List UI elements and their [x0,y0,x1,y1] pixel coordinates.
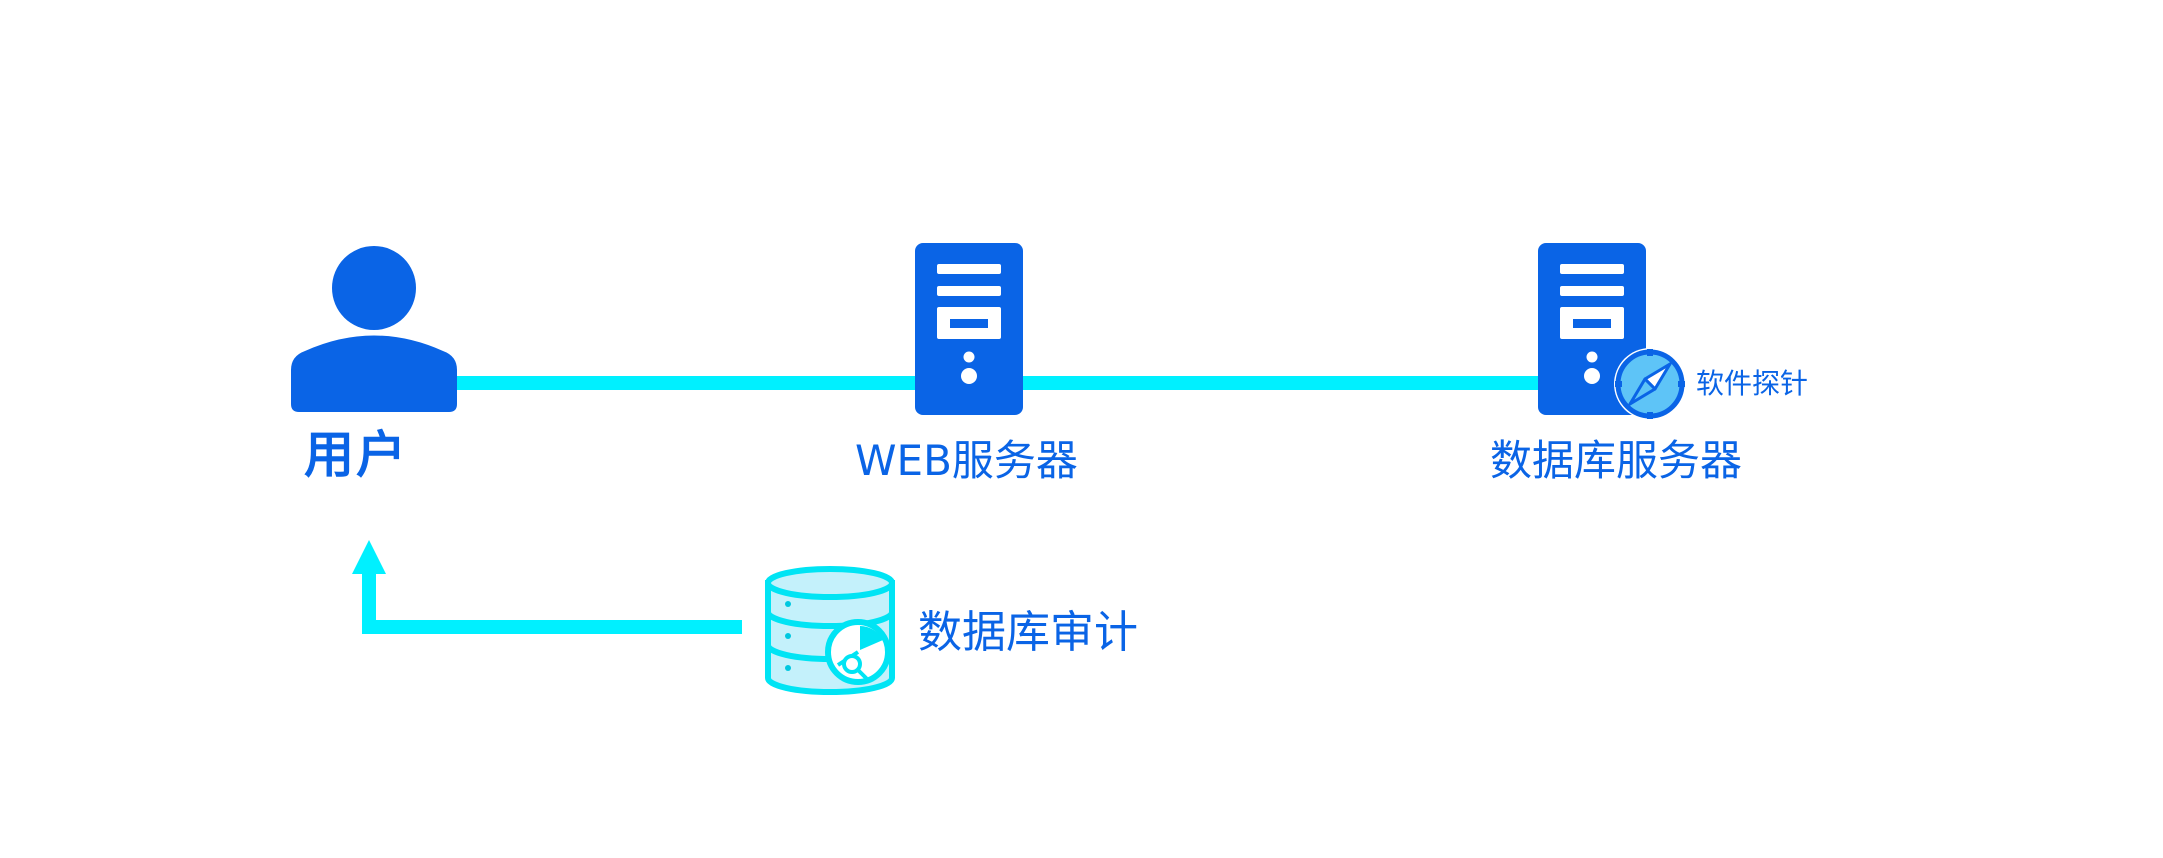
connector-web-db [1020,376,1550,390]
user-label: 用户 [304,426,408,484]
user-icon [291,246,457,412]
database-audit-icon [765,566,895,695]
audit-return-arrow [352,540,742,634]
web-server-label: WEB服务器 [855,436,1078,485]
db-server-label: 数据库服务器 [1490,436,1743,485]
software-probe-label: 软件探针 [1696,367,1809,400]
compass-icon [1614,348,1686,420]
web-server-icon [915,243,1023,415]
connector-user-web [455,376,925,390]
db-audit-label: 数据库审计 [918,607,1138,658]
